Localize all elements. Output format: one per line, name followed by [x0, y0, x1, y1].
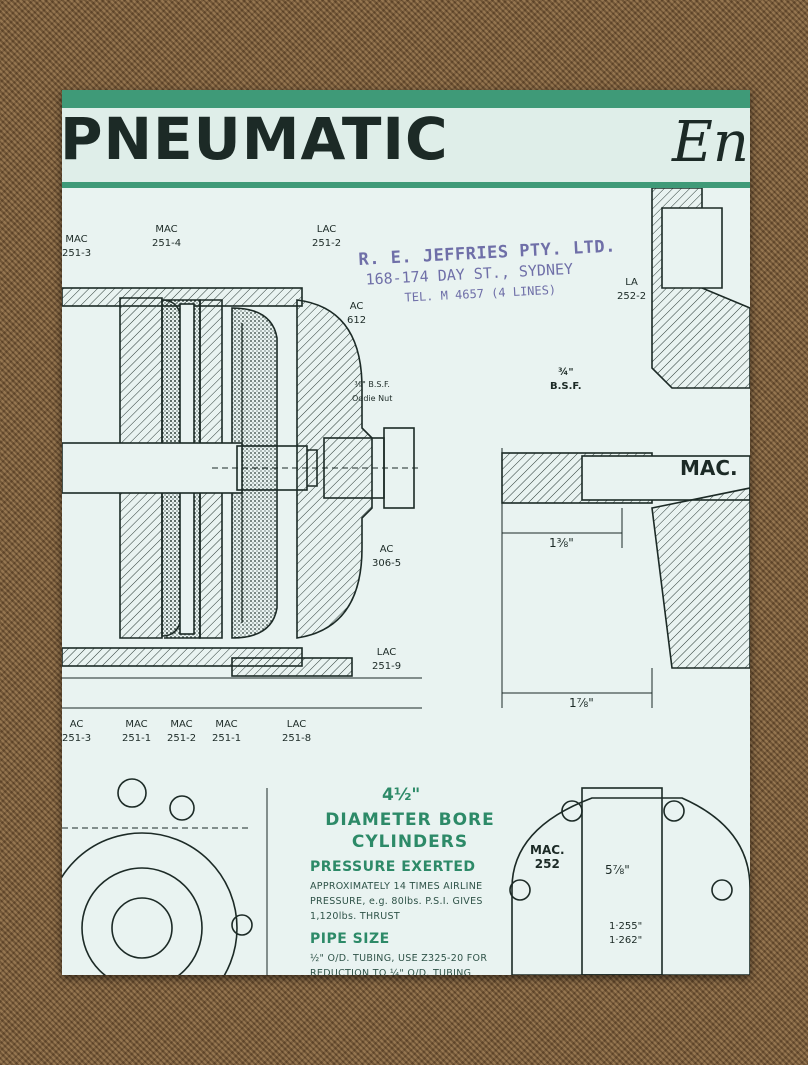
pipe-heading: PIPE SIZE — [310, 931, 390, 947]
label-mac-251-3-top: MAC 251-3 — [62, 234, 92, 259]
label-lac-251-9: LAC 251-9 — [372, 647, 402, 672]
lower-rod — [231, 657, 353, 677]
label-mac-big: MAC. — [680, 456, 738, 480]
banner-script-fragment: En — [672, 110, 749, 175]
label-lac-251-8: LAC 251-8 — [282, 719, 312, 744]
label-dim-1-7-8: 1⅞" — [569, 696, 594, 710]
label-ac-306-5: AC 306-5 — [372, 544, 402, 569]
banner-rule — [62, 182, 750, 188]
flange-outline — [62, 832, 238, 975]
title-banner: PNEUMATIC En — [62, 90, 750, 182]
label-mac-251-2: MAC 251-2 — [167, 719, 197, 744]
pressure-heading: PRESSURE EXERTED — [310, 859, 476, 875]
drawing-svg — [62, 187, 750, 975]
label-dim-1255: 1·255" 1·262" — [609, 921, 643, 946]
label-mac-251-4: MAC 251-4 — [152, 224, 182, 249]
label-ac-251-3-bottom: AC 251-3 — [62, 719, 92, 744]
label-mac-251-1-a: MAC 251-1 — [122, 719, 152, 744]
label-la-252-2: LA 252-2 — [617, 277, 647, 302]
end-cap-view — [511, 797, 750, 975]
banner-title: PNEUMATIC — [62, 105, 449, 173]
banner-stripe — [62, 90, 750, 108]
label-oddie-nut: ⅜" B.S.F. Oddie Nut — [352, 380, 393, 403]
label-mac-252: MAC. 252 — [530, 843, 565, 871]
lower-body — [651, 487, 750, 669]
right-seal — [231, 307, 278, 639]
bore-size: 4½" — [382, 785, 421, 805]
label-dim-5-7-8: 5⅞" — [605, 863, 630, 877]
rod-section — [581, 455, 750, 501]
pipe-text: ½" O/D. TUBING, USE Z325-20 FOR REDUCTIO… — [310, 953, 488, 975]
label-dim-1-3-8: 1⅜" — [549, 536, 574, 550]
label-lac-251-2: LAC 251-2 — [312, 224, 342, 249]
catalogue-cover: PNEUMATIC En — [62, 90, 750, 975]
bore-title: DIAMETER BORE CYLINDERS — [325, 810, 495, 852]
engineering-drawing: MAC 251-3 MAC 251-4 LAC 251-2 AC 612 ⅜" … — [62, 187, 750, 975]
end-housing — [296, 299, 373, 639]
hex-nut — [383, 427, 415, 509]
label-mac-251-1-b: MAC 251-1 — [212, 719, 242, 744]
label-ac-612: AC 612 — [347, 301, 367, 326]
label-bsf-right: ¾" B.S.F. — [550, 367, 582, 392]
pressure-text: APPROXIMATELY 14 TIMES AIRLINE PRESSURE,… — [310, 881, 483, 922]
